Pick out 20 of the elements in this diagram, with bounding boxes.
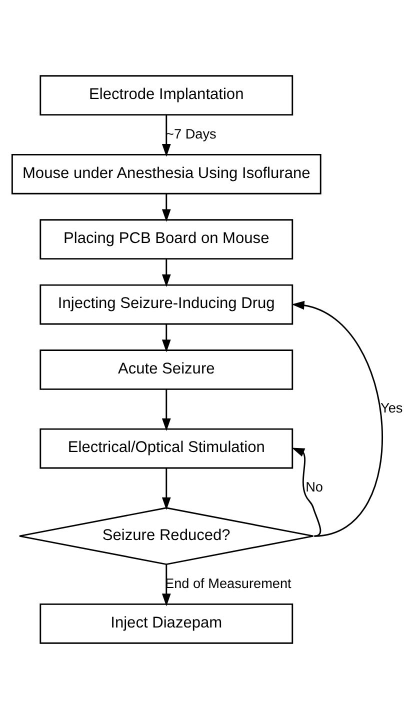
node-box: Acute Seizure xyxy=(40,349,294,390)
arrow xyxy=(162,388,171,431)
arrow xyxy=(162,564,171,606)
edge-label: ~7 Days xyxy=(166,126,216,141)
arrow xyxy=(162,468,171,510)
arrow xyxy=(292,447,322,536)
node-box: Placing PCB Board on Mouse xyxy=(40,218,294,260)
arrow xyxy=(162,258,171,287)
edge-label: Yes xyxy=(380,400,403,416)
arrow xyxy=(162,324,171,352)
node-box: Electrode Implantation xyxy=(40,74,294,116)
node-box: Electrical/Optical Stimulation xyxy=(40,428,294,468)
node-box: Mouse under Anesthesia Using Isoflurane xyxy=(11,153,322,194)
edge-label: No xyxy=(306,479,323,494)
arrow xyxy=(162,114,171,156)
node-box: Inject Diazepam xyxy=(40,602,294,644)
node-diamond: Seizure Reduced? xyxy=(18,506,314,565)
arrow xyxy=(162,193,171,222)
node-box: Injecting Seizure-Inducing Drug xyxy=(40,284,294,324)
arrow xyxy=(292,300,383,536)
